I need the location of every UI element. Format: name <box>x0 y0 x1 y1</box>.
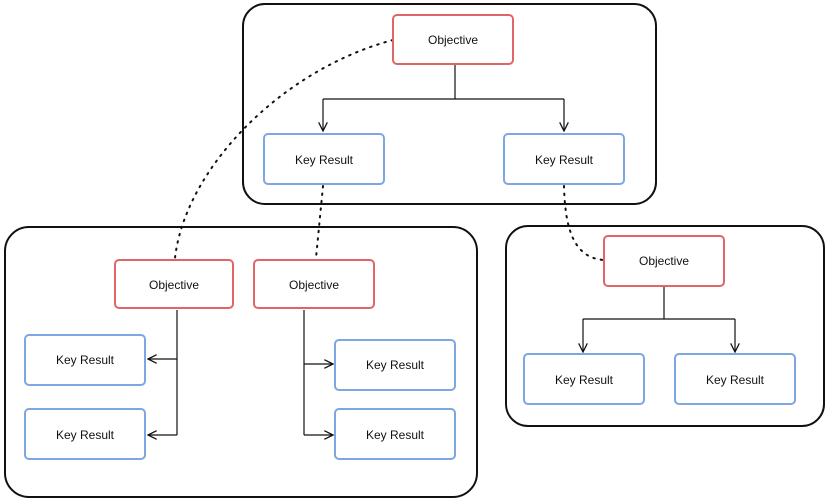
top-key-result-node-left[interactable]: Key Result <box>263 133 385 185</box>
top-objective-node[interactable]: Objective <box>392 14 514 65</box>
dotted-link-top-objective-to-bottom-left-objective <box>174 39 394 259</box>
dotted-link-top-kr-to-bottom-right-objective <box>563 185 605 261</box>
bottom-right-key-result-label-left: Key Result <box>555 373 614 387</box>
top-group-connectors <box>323 64 564 131</box>
dotted-link-top-kr-to-bottom-left-objective <box>315 185 324 259</box>
bottom-right-connectors <box>583 286 735 352</box>
bottom-left-objective-label-left: Objective <box>149 278 199 292</box>
bottom-right-key-result-node-right[interactable]: Key Result <box>674 353 796 405</box>
top-key-result-node-right[interactable]: Key Result <box>503 133 625 185</box>
bottom-left-key-result-label-4: Key Result <box>366 428 425 442</box>
bottom-right-key-result-label-right: Key Result <box>706 373 765 387</box>
top-key-result-label-right: Key Result <box>535 153 594 167</box>
bottom-left-group-container <box>4 226 478 498</box>
bottom-left-key-result-node-2[interactable]: Key Result <box>24 408 146 460</box>
bottom-right-objective-label: Objective <box>639 254 689 268</box>
top-objective-label: Objective <box>428 33 478 47</box>
top-key-result-label-left: Key Result <box>295 153 354 167</box>
bottom-left-key-result-label-1: Key Result <box>56 353 115 367</box>
bottom-left-connectors <box>148 310 333 435</box>
bottom-left-key-result-node-1[interactable]: Key Result <box>24 334 146 386</box>
bottom-left-objective-label-right: Objective <box>289 278 339 292</box>
bottom-left-key-result-node-4[interactable]: Key Result <box>334 408 456 460</box>
bottom-left-key-result-label-2: Key Result <box>56 428 115 442</box>
bottom-left-objective-node-left[interactable]: Objective <box>114 259 234 309</box>
bottom-right-key-result-node-left[interactable]: Key Result <box>523 353 645 405</box>
bottom-left-key-result-node-3[interactable]: Key Result <box>334 339 456 391</box>
top-group-container <box>242 3 657 205</box>
bottom-right-objective-node[interactable]: Objective <box>603 235 725 287</box>
bottom-left-objective-node-right[interactable]: Objective <box>253 259 375 309</box>
bottom-right-group-container <box>505 225 825 427</box>
bottom-left-key-result-label-3: Key Result <box>366 358 425 372</box>
